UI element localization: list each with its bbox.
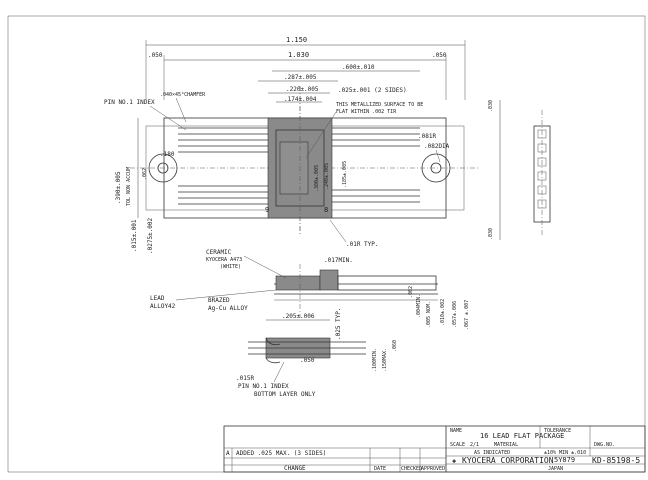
dim-inner: 1.030 xyxy=(288,51,309,59)
leads-right xyxy=(332,127,420,203)
svg-text:8: 8 xyxy=(324,206,328,214)
dim-inner-v1: .300±.005 xyxy=(314,165,320,192)
dim-body-outer: .287±.005 xyxy=(284,74,317,81)
ceramic-label-2: KYOCERA A473 xyxy=(206,257,242,263)
brazed-label-1: BRAZED xyxy=(208,297,230,304)
drawing-number: KD-85198-5 xyxy=(592,456,640,465)
date-label: DATE xyxy=(374,466,386,472)
radius-right-2: .082DIA xyxy=(424,143,450,150)
chamfer-label: .040×45°CHAMFER xyxy=(160,92,206,98)
dim-lead-pitch: .025±.001 (2 SIDES) xyxy=(338,87,407,94)
sec-v1: .002 xyxy=(408,286,414,298)
date-code: 5Y879 xyxy=(554,456,575,464)
section-view: CERAMIC KYOCERA A473 (WHITE) .017MIN. LE… xyxy=(150,249,470,330)
drawing-no-label: DWG.NO. xyxy=(594,442,615,448)
detail-d1: .100MIN. xyxy=(372,348,378,372)
sheet-border xyxy=(7,15,646,473)
change-label: CHANGE xyxy=(284,465,306,472)
right-dimensions: .030 .030 xyxy=(488,100,501,240)
dim-overall: 1.150 xyxy=(286,36,307,44)
lead-label-1: LEAD xyxy=(150,295,165,302)
country: JAPAN xyxy=(548,466,563,472)
metallized-note-1: THIS METALLIZED SURFACE TO BE xyxy=(336,102,423,108)
left-dimensions: .390±.005 TOL NON ACCUM .062 .015±.001 .… xyxy=(115,118,154,254)
sec-v5: .057±.006 xyxy=(452,301,458,328)
detail-pin1-2: BOTTOM LAYER ONLY xyxy=(254,391,316,398)
tolerance-value: ±10% MIN ±.010 xyxy=(544,450,586,456)
sec-v4: .010±.002 xyxy=(440,299,446,326)
dim-inner-v3: .185±.005 xyxy=(342,161,348,188)
sec-v2: .004MIN. xyxy=(416,294,422,318)
dim-body-inner: .220±.005 xyxy=(286,86,319,93)
radius-left: .180 xyxy=(160,151,175,158)
end-view xyxy=(533,110,551,236)
min-017: .017MIN. xyxy=(324,257,353,264)
dim-right-bottom: .030 xyxy=(488,228,494,240)
dim-inner-v2: .240±.005 xyxy=(324,163,330,190)
dim-left-margin: .050 xyxy=(148,52,163,59)
kyocera-logo: ◈ xyxy=(452,457,457,465)
leads-left xyxy=(178,127,268,205)
ceramic-label-3: (WHITE) xyxy=(220,264,241,270)
title-block: NAME 16 LEAD FLAT PACKAGE SCALE 2/1 MATE… xyxy=(223,425,646,473)
checked-label: CHECKED xyxy=(401,466,422,472)
dim-lead-span: .600±.010 xyxy=(342,64,375,71)
drawing-name: 16 LEAD FLAT PACKAGE xyxy=(480,432,564,440)
detail-pitch: .050 xyxy=(300,357,315,364)
detail-d3: .060 xyxy=(392,340,398,352)
ceramic-label-1: CERAMIC xyxy=(206,249,232,256)
material-value: AS INDICATED xyxy=(474,450,510,456)
approved-label: APPROVED xyxy=(421,466,445,472)
detail-radius: .015R xyxy=(236,375,254,382)
dim-side-b: .0275±.002 xyxy=(147,217,154,254)
detail-d2: .150MAX. xyxy=(382,348,388,372)
dim-side-lead: .062 xyxy=(142,168,148,180)
scale-label: SCALE xyxy=(450,442,465,448)
brazed-label-2: Ag-Cu ALLOY xyxy=(208,305,248,312)
metallized-note-2: FLAT WITHIN .002 TIR xyxy=(336,109,397,115)
plan-callouts: PIN NO.1 INDEX .040×45°CHAMFER THIS META… xyxy=(104,92,450,248)
plan-view: 8 9 .300±.005 .240±.005 .185±.005 xyxy=(130,86,478,236)
pin1-index-label: PIN NO.1 INDEX xyxy=(104,99,155,106)
revision-letter: A xyxy=(226,450,230,457)
revision-text: ADDED .025 MAX. (3 SIDES) xyxy=(236,450,326,457)
dim-side-span: .390±.005 xyxy=(115,171,122,204)
detail-view: .205±.006 .025 TYP. .050 .100MIN. .150MA… xyxy=(236,307,398,398)
top-dimensions: 1.150 1.030 .050 .050 .600±.010 .287±.00… xyxy=(145,36,466,103)
detail-typ: .025 TYP. xyxy=(335,307,342,340)
name-label: NAME xyxy=(450,428,462,434)
radius-right-1: .081R xyxy=(418,133,436,140)
radius-typ: .01R TYP. xyxy=(346,241,379,248)
company-name: KYOCERA CORPORATION xyxy=(462,456,554,465)
dim-right-top: .030 xyxy=(488,100,494,112)
tolerance-label: TOLERANCE xyxy=(544,428,571,434)
dim-right-margin: .050 xyxy=(432,52,447,59)
scale-value: 2/1 xyxy=(470,442,479,448)
dim-side-tol: TOL NON ACCUM xyxy=(126,167,132,206)
lead-label-2: ALLOY42 xyxy=(150,303,176,310)
dim-side-a: .015±.001 xyxy=(131,219,138,252)
dim-cavity: .174±.004 xyxy=(284,96,317,103)
sec-v3: .005 NOM. xyxy=(426,301,432,328)
detail-width: .205±.006 xyxy=(282,313,315,320)
detail-pin1-1: PIN NO.1 INDEX xyxy=(238,383,289,390)
material-label: MATERIAL xyxy=(494,442,518,448)
die-cavity xyxy=(279,141,309,195)
svg-text:9: 9 xyxy=(265,206,269,214)
sec-v6: .067 ±.007 xyxy=(464,300,470,330)
